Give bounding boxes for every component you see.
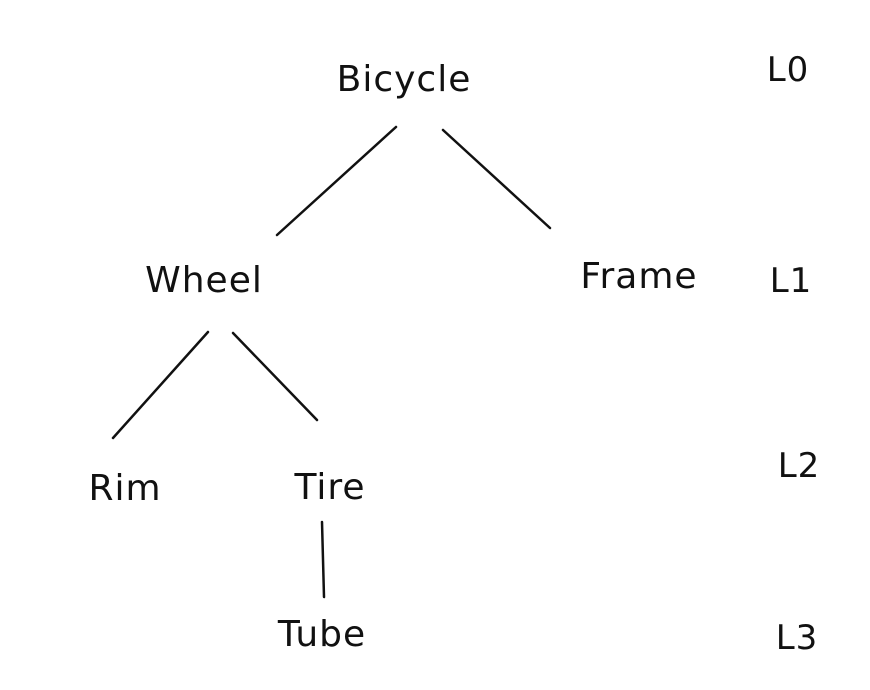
tree-node-rim-label: Rim bbox=[88, 468, 162, 509]
tree-edge-wheel-tire bbox=[231, 331, 319, 422]
tree-edge-bicycle-frame bbox=[441, 128, 552, 230]
level-label-l1: L1 bbox=[769, 261, 813, 301]
tree-node-wheel-label: Wheel bbox=[145, 260, 263, 301]
tree-node-tube-label: Tube bbox=[277, 614, 367, 655]
tree-edge-bicycle-wheel bbox=[275, 125, 398, 237]
tree-node-tire-label: Tire bbox=[294, 467, 366, 508]
level-label-l2: L2 bbox=[777, 446, 821, 486]
level-label-l3: L3 bbox=[775, 618, 819, 658]
tree-edge-tire-tube bbox=[320, 520, 326, 599]
tree-node-frame-label: Frame bbox=[580, 256, 698, 297]
level-label-l0: L0 bbox=[766, 50, 810, 90]
tree-edge-wheel-rim bbox=[111, 330, 210, 440]
tree-node-bicycle-label: Bicycle bbox=[336, 59, 472, 100]
